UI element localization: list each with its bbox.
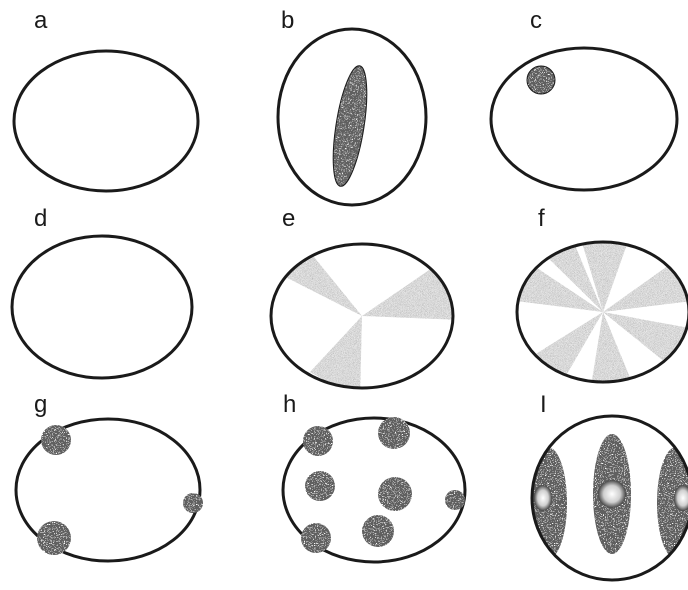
- panel-c: c: [491, 7, 677, 190]
- panel-label-a: a: [34, 7, 48, 34]
- granule: [445, 490, 465, 510]
- panel-h: h: [283, 391, 465, 562]
- shine-spot: [598, 480, 626, 508]
- panel-label-h: h: [283, 391, 296, 418]
- panel-i: I: [529, 391, 688, 580]
- panel-label-b: b: [281, 7, 294, 34]
- panel-b: b: [278, 7, 426, 205]
- panel-d: d: [12, 205, 192, 378]
- panel-g: g: [16, 391, 203, 561]
- panel-label-d: d: [34, 205, 47, 232]
- panel-label-e: e: [282, 205, 295, 232]
- granule: [378, 417, 410, 449]
- granule: [303, 426, 333, 456]
- panel-f: f: [508, 205, 688, 392]
- cell-outline: [491, 48, 677, 190]
- panel-label-i: I: [540, 391, 547, 418]
- panel-label-c: c: [530, 7, 542, 34]
- granule: [41, 425, 71, 455]
- granule: [37, 521, 71, 555]
- granule: [301, 523, 331, 553]
- granule: [183, 493, 203, 513]
- panel-label-f: f: [538, 205, 545, 232]
- spindle-body: [327, 64, 374, 189]
- granule: [378, 477, 412, 511]
- granule: [362, 515, 394, 547]
- cell-outline: [14, 51, 198, 191]
- panel-a: a: [14, 7, 198, 191]
- granule: [527, 66, 555, 94]
- cell-outline: [12, 236, 192, 378]
- panel-e: e: [256, 205, 464, 400]
- shine-spot: [534, 485, 552, 511]
- granule: [305, 471, 335, 501]
- panel-label-g: g: [34, 391, 47, 418]
